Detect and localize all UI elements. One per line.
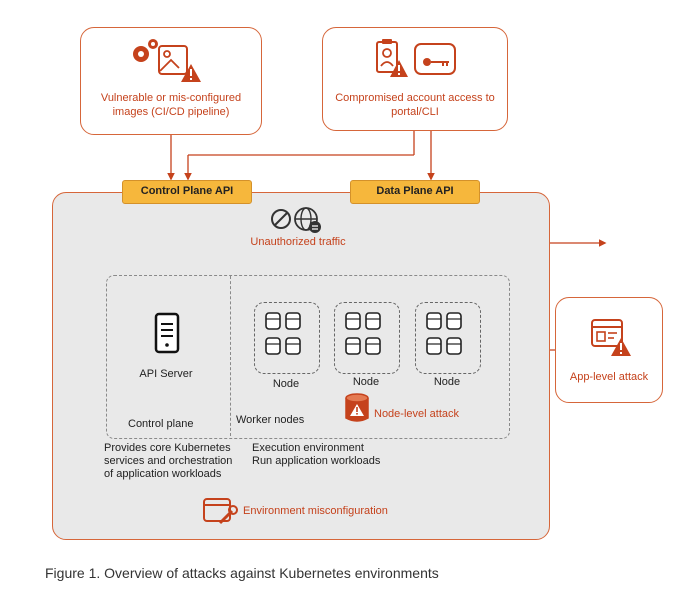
unauthorized-traffic-label: Unauthorized traffic <box>250 236 346 248</box>
image-threat-label: Vulnerable or mis-configured images (CI/… <box>100 92 242 118</box>
image-warning-icon <box>133 39 201 82</box>
database-warning-icon <box>345 393 369 422</box>
control-plane-api-label: Control Plane API <box>122 180 252 204</box>
api-server-label: API Server <box>139 368 193 380</box>
app-attack-box: App-level attack <box>555 297 663 403</box>
node-level-attack-label: Node-level attack <box>374 408 459 420</box>
api-server-icon <box>154 312 180 354</box>
account-threat-box: Compromised account access to portal/CLI <box>322 27 508 131</box>
control-plane-label: Control plane <box>128 418 194 430</box>
account-key-warning-icon <box>376 39 456 77</box>
node-box <box>334 302 400 374</box>
figure-caption: Figure 1. Overview of attacks against Ku… <box>45 565 439 581</box>
node-label: Node <box>272 378 300 390</box>
node-label: Node <box>433 376 461 388</box>
plane-divider <box>230 276 231 436</box>
control-plane-description: Provides core Kubernetes services and or… <box>104 442 233 480</box>
worker-description-line-1: Execution environment <box>252 442 364 454</box>
env-misconfig-label: Environment misconfiguration <box>243 505 388 517</box>
cluster-region <box>106 275 510 439</box>
app-window-warning-icon <box>591 319 631 356</box>
data-plane-api-label: Data Plane API <box>350 180 480 204</box>
block-globe-icon <box>271 207 321 233</box>
worker-nodes-label: Worker nodes <box>236 414 305 426</box>
kubernetes-environment-panel <box>52 192 550 540</box>
node-box <box>254 302 320 374</box>
app-attack-label: App-level attack <box>569 371 649 383</box>
image-threat-box: Vulnerable or mis-configured images (CI/… <box>80 27 262 135</box>
node-box <box>415 302 481 374</box>
worker-description-line-2: Run application workloads <box>252 455 381 467</box>
account-threat-label: Compromised account access to portal/CLI <box>335 92 495 118</box>
wrench-window-icon <box>203 498 238 525</box>
node-label: Node <box>352 376 380 388</box>
